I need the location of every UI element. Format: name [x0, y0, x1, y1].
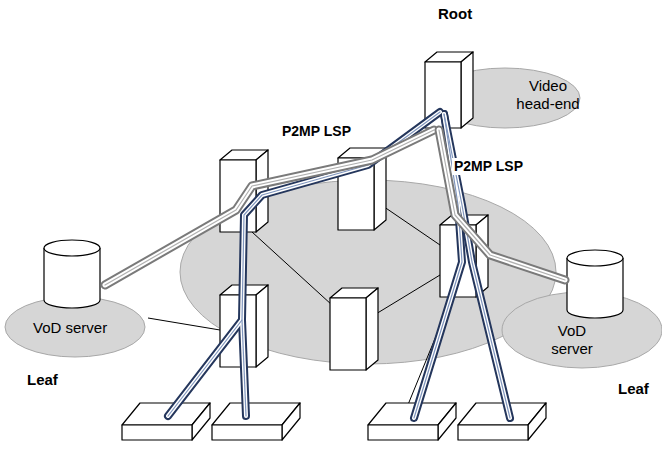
site-ellipse — [5, 297, 145, 357]
lsp-bundle — [439, 130, 565, 280]
router-box — [256, 285, 268, 367]
access-switch — [212, 425, 282, 440]
site-name: Video head-end — [510, 77, 586, 113]
site-ellipse — [502, 292, 662, 368]
server-cylinder — [44, 240, 100, 256]
lsp-bundle — [439, 130, 565, 280]
lsp-bundle — [105, 130, 434, 285]
access-switch — [438, 403, 456, 440]
access-switch — [122, 403, 546, 440]
network-site: VoD serverLeaf — [3, 285, 149, 393]
server-cylinder — [567, 250, 623, 266]
site-name: VoD server — [33, 319, 107, 337]
server-cylinder — [567, 258, 623, 318]
role-label: Root — [438, 5, 472, 23]
lsp-bundle — [105, 130, 434, 285]
access-switch — [192, 403, 210, 440]
p2mp-lsp-bundle — [242, 320, 246, 416]
p2mp-lsp-bundle — [168, 112, 440, 416]
p2mp-lsp-bundle — [242, 320, 246, 416]
network-site: RootVideo head-end — [412, 5, 588, 130]
physical-link — [148, 318, 220, 330]
access-switch — [528, 403, 546, 440]
lsp-label: P2MP LSP — [452, 158, 525, 175]
lsp-bundle — [105, 130, 434, 285]
role-label: Leaf — [27, 371, 58, 389]
p2mp-lsp-bundle — [168, 112, 440, 416]
role-label: Leaf — [618, 380, 649, 398]
router-box — [330, 298, 366, 370]
access-switch — [282, 403, 300, 440]
router-box — [220, 52, 488, 370]
p2mp-lsp-bundle — [168, 112, 440, 416]
router-box — [366, 288, 378, 370]
site-ellipse — [3, 285, 149, 393]
p2mp-lsp-bundle — [242, 320, 246, 416]
network-site: VoD serverLeaf — [500, 280, 662, 405]
server-cylinder — [44, 248, 100, 308]
site-name: VoD server — [540, 322, 604, 358]
lsp-label: P2MP LSP — [280, 123, 353, 140]
lsp-bundle — [439, 130, 565, 280]
lsp-bundle — [105, 130, 434, 285]
access-switch — [122, 425, 192, 440]
router-box — [461, 52, 473, 128]
access-switch — [368, 425, 438, 440]
access-switch — [458, 425, 528, 440]
lsp-bundle — [439, 130, 565, 280]
